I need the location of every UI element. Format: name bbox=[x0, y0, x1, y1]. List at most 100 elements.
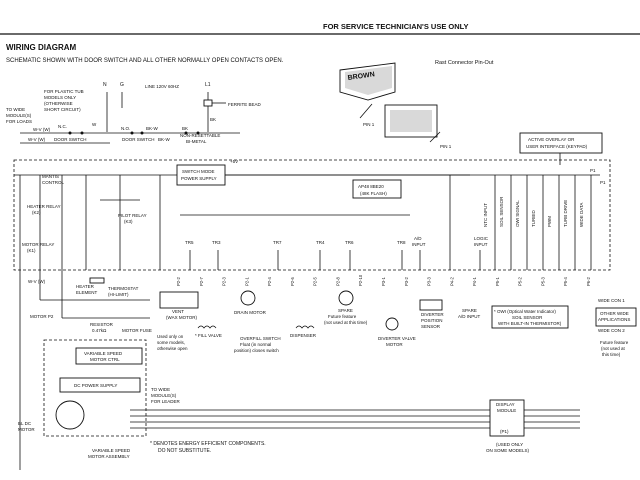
thermostat-label: THERMOSTAT (HI-LIMIT) bbox=[108, 286, 139, 297]
bkw-label-2: BK-W bbox=[158, 137, 171, 142]
pin-label-7: P2-8 bbox=[335, 276, 340, 286]
dispenser-symbol: DISPENSER bbox=[290, 325, 317, 338]
door-switch-1: DOOR SWITCH bbox=[54, 137, 87, 142]
vert-label-5: TURB DRIVE bbox=[563, 200, 568, 227]
svg-text:SPARE: SPARE bbox=[338, 308, 353, 313]
wv-label-1: W-V (W) bbox=[33, 127, 51, 132]
future-feature-note: Future feature (not used at this time) bbox=[600, 340, 629, 357]
no-label: N.O. bbox=[121, 126, 130, 131]
diverter-position-sensor: DIVERTER POSITION SENSOR bbox=[419, 299, 444, 329]
pin-label-15: P5-2 bbox=[518, 276, 523, 286]
svg-text:(WAX MOTOR): (WAX MOTOR) bbox=[166, 315, 197, 320]
used-on-some-models: (USED ONLY ON SOME MODELS) bbox=[486, 442, 530, 453]
vert-label-2: OWI SIGNAL bbox=[515, 200, 520, 227]
svg-text:Future feature: Future feature bbox=[328, 314, 357, 319]
plus-5v-label: +5V bbox=[230, 159, 238, 164]
svg-text:ACTIVE OVERLAY OR: ACTIVE OVERLAY OR bbox=[528, 137, 575, 142]
tr4-label: TR4 bbox=[316, 240, 325, 245]
ferrite-bead-label: FERRITE BEAD bbox=[228, 102, 262, 107]
bkw-label-1: BK-W bbox=[146, 126, 159, 131]
pin-label-13: P4-1 bbox=[472, 276, 477, 286]
svg-text:position) closes switch: position) closes switch bbox=[234, 348, 279, 353]
svg-text:MOTOR: MOTOR bbox=[18, 427, 35, 432]
tr8-label: TR8 bbox=[397, 240, 406, 245]
pin-label-14: P5-1 bbox=[495, 276, 500, 286]
svg-text:FOR LOADS: FOR LOADS bbox=[6, 119, 32, 124]
control-board-outline bbox=[13, 159, 611, 271]
svg-text:Future feature: Future feature bbox=[600, 340, 629, 345]
svg-text:MOTOR RELAY: MOTOR RELAY bbox=[22, 242, 54, 247]
l1-label: L1 bbox=[205, 82, 211, 88]
svg-text:* FILL VALVE: * FILL VALVE bbox=[195, 333, 222, 338]
p1-label-b: P1 bbox=[600, 180, 606, 185]
door-switch-2: DOOR SWITCH bbox=[122, 137, 155, 142]
svg-text:BI-METAL: BI-METAL bbox=[186, 139, 207, 144]
vsm-ctrl-box: VARIABLE SPEED MOTOR CTRL bbox=[75, 347, 143, 365]
vert-label-3: TURBID bbox=[531, 210, 536, 228]
connector-pin1-b: PIN 1 bbox=[440, 144, 452, 149]
bimetal-label: NON-RESETTABLE BI-METAL bbox=[180, 133, 220, 144]
svg-text:INPUT: INPUT bbox=[412, 242, 426, 247]
tr7-label: TR7 bbox=[273, 240, 282, 245]
heater-element-label: HEATER ELEMENT bbox=[76, 284, 98, 295]
bk-label-2: BK bbox=[210, 117, 216, 122]
svg-text:LOGIC: LOGIC bbox=[474, 236, 489, 241]
svg-text:DISPENSER: DISPENSER bbox=[290, 333, 317, 338]
svg-text:(USED ONLY: (USED ONLY bbox=[496, 442, 523, 447]
pin-label-8: P2-10 bbox=[358, 274, 363, 286]
connector-brand: BROWN bbox=[347, 71, 375, 82]
diagram-title: WIRING DIAGRAM bbox=[6, 43, 77, 52]
svg-text:(K1): (K1) bbox=[27, 248, 36, 253]
svg-text:POSITION: POSITION bbox=[421, 318, 443, 323]
svg-text:VENT: VENT bbox=[172, 309, 184, 314]
spare-ad-input: SPARE A/D INPUT bbox=[458, 308, 481, 319]
svg-text:APPLICATIONS: APPLICATIONS bbox=[598, 317, 630, 322]
svg-text:NON-RESETTABLE: NON-RESETTABLE bbox=[180, 133, 220, 138]
pin-label-0: P2-2 bbox=[176, 276, 181, 286]
svg-text:(HI-LIMIT): (HI-LIMIT) bbox=[108, 292, 129, 297]
svg-text:(K3): (K3) bbox=[124, 219, 133, 224]
nc-label: N.C. bbox=[58, 124, 67, 129]
svg-text:A/D: A/D bbox=[414, 236, 422, 241]
wv-label-2: W-V (W) bbox=[28, 137, 46, 142]
line-voltage-label: LINE 120V 60HZ bbox=[145, 84, 179, 89]
pin-label-16: P5-3 bbox=[540, 276, 545, 286]
spare-feature-symbol: SPARE Future feature (not used at this t… bbox=[324, 290, 368, 325]
pin-label-10: P3-2 bbox=[404, 276, 409, 286]
svg-text:VARIABLE SPEED: VARIABLE SPEED bbox=[84, 351, 123, 356]
owi-soil-sensor-box: * OWI (Optical Water Indicator) SOIL SEN… bbox=[491, 305, 569, 329]
svg-text:this time): this time) bbox=[602, 352, 621, 357]
svg-text:DIVERTER VALVE: DIVERTER VALVE bbox=[378, 336, 416, 341]
svg-text:POWER SUPPLY: POWER SUPPLY bbox=[181, 176, 217, 181]
svg-text:(not used at: (not used at bbox=[601, 346, 626, 351]
internal-wiring bbox=[19, 174, 592, 270]
svg-text:MODULE: MODULE bbox=[497, 408, 516, 413]
to-wide-modules-top: TO WIDE MODULE(S) FOR LOADS bbox=[6, 107, 32, 124]
connector-pin1-a: PIN 1 bbox=[363, 122, 375, 127]
vert-label-1: SOIL SENSOR bbox=[499, 196, 504, 227]
svg-text:INPUT: INPUT bbox=[474, 242, 488, 247]
tr5-label: TR5 bbox=[185, 240, 194, 245]
service-header: FOR SERVICE TECHNICIAN'S USE ONLY bbox=[323, 22, 469, 31]
svg-text:Used only on: Used only on bbox=[157, 334, 184, 339]
pin-label-6: P2-5 bbox=[313, 276, 318, 286]
svg-text:MOTOR CTRL: MOTOR CTRL bbox=[90, 357, 120, 362]
overfill-switch-label: OVERFILL SWITCH Float (in normal positio… bbox=[234, 336, 281, 353]
svg-text:MODULE(S): MODULE(S) bbox=[6, 113, 32, 118]
bldc-motor-symbol: BL DC MOTOR bbox=[18, 400, 85, 432]
svg-text:THERMOSTAT: THERMOSTAT bbox=[108, 286, 139, 291]
svg-text:PILOT RELAY: PILOT RELAY bbox=[118, 213, 147, 218]
svg-text:Float (in normal: Float (in normal bbox=[240, 342, 271, 347]
svg-text:DISPLAY: DISPLAY bbox=[496, 402, 515, 407]
pin-label-9: P3-1 bbox=[381, 276, 386, 286]
p1-label: P1 bbox=[590, 168, 596, 173]
resistor-label: RESISTOR 0.47kΩ bbox=[90, 322, 114, 333]
pin-label-2: P2-3 bbox=[222, 276, 227, 286]
svg-text:* OWI (Optical Water Indicator: * OWI (Optical Water Indicator) bbox=[494, 309, 556, 314]
wide-con-1: WIDE CON 1 bbox=[598, 298, 625, 303]
svg-text:CONTROL: CONTROL bbox=[42, 180, 64, 185]
svg-text:HEATER RELAY: HEATER RELAY bbox=[27, 204, 61, 209]
keypad-overlay-box: ACTIVE OVERLAY OR USER INTERFACE (KEYPAD… bbox=[519, 132, 603, 154]
